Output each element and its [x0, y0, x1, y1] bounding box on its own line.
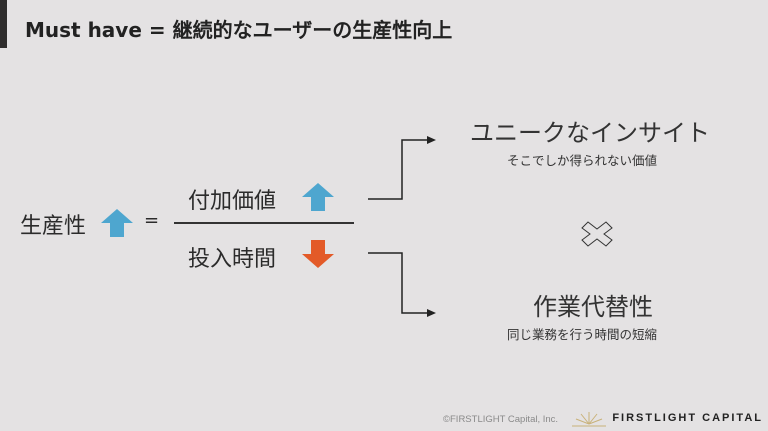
fraction-line [174, 222, 354, 224]
connector-lower [368, 252, 428, 314]
outcome-subtitle-task-substitution: 同じ業務を行う時間の短縮 [507, 327, 658, 342]
arrow-up-icon [302, 183, 334, 211]
connector-upper [368, 139, 428, 200]
productivity-label: 生産性 [20, 208, 86, 240]
copyright-text: ©FIRSTLIGHT Capital, Inc. [443, 414, 559, 425]
arrow-up-icon [101, 209, 133, 237]
slide-title: Must have = 継続的なユーザーの生産性向上 [25, 18, 453, 42]
arrowhead-lower [427, 309, 436, 317]
equals-sign: = [144, 210, 160, 231]
title-accent-bar [0, 0, 7, 48]
numerator-added-value: 付加価値 [188, 189, 277, 214]
arrowhead-upper [427, 136, 436, 144]
productivity-text: 生産性 [20, 214, 87, 239]
brand-logo-text: FIRSTLIGHT CAPITAL [612, 412, 763, 424]
multiply-icon [581, 221, 613, 247]
outcome-subtitle-unique-insight: そこでしか得られない価値 [507, 153, 658, 168]
sunrise-logo-icon [572, 412, 606, 427]
outcome-title-task-substitution: 作業代替性 [533, 293, 653, 321]
denominator-input-time: 投入時間 [188, 247, 277, 272]
arrow-down-icon [302, 240, 334, 268]
outcome-title-unique-insight: ユニークなインサイト [470, 119, 710, 147]
